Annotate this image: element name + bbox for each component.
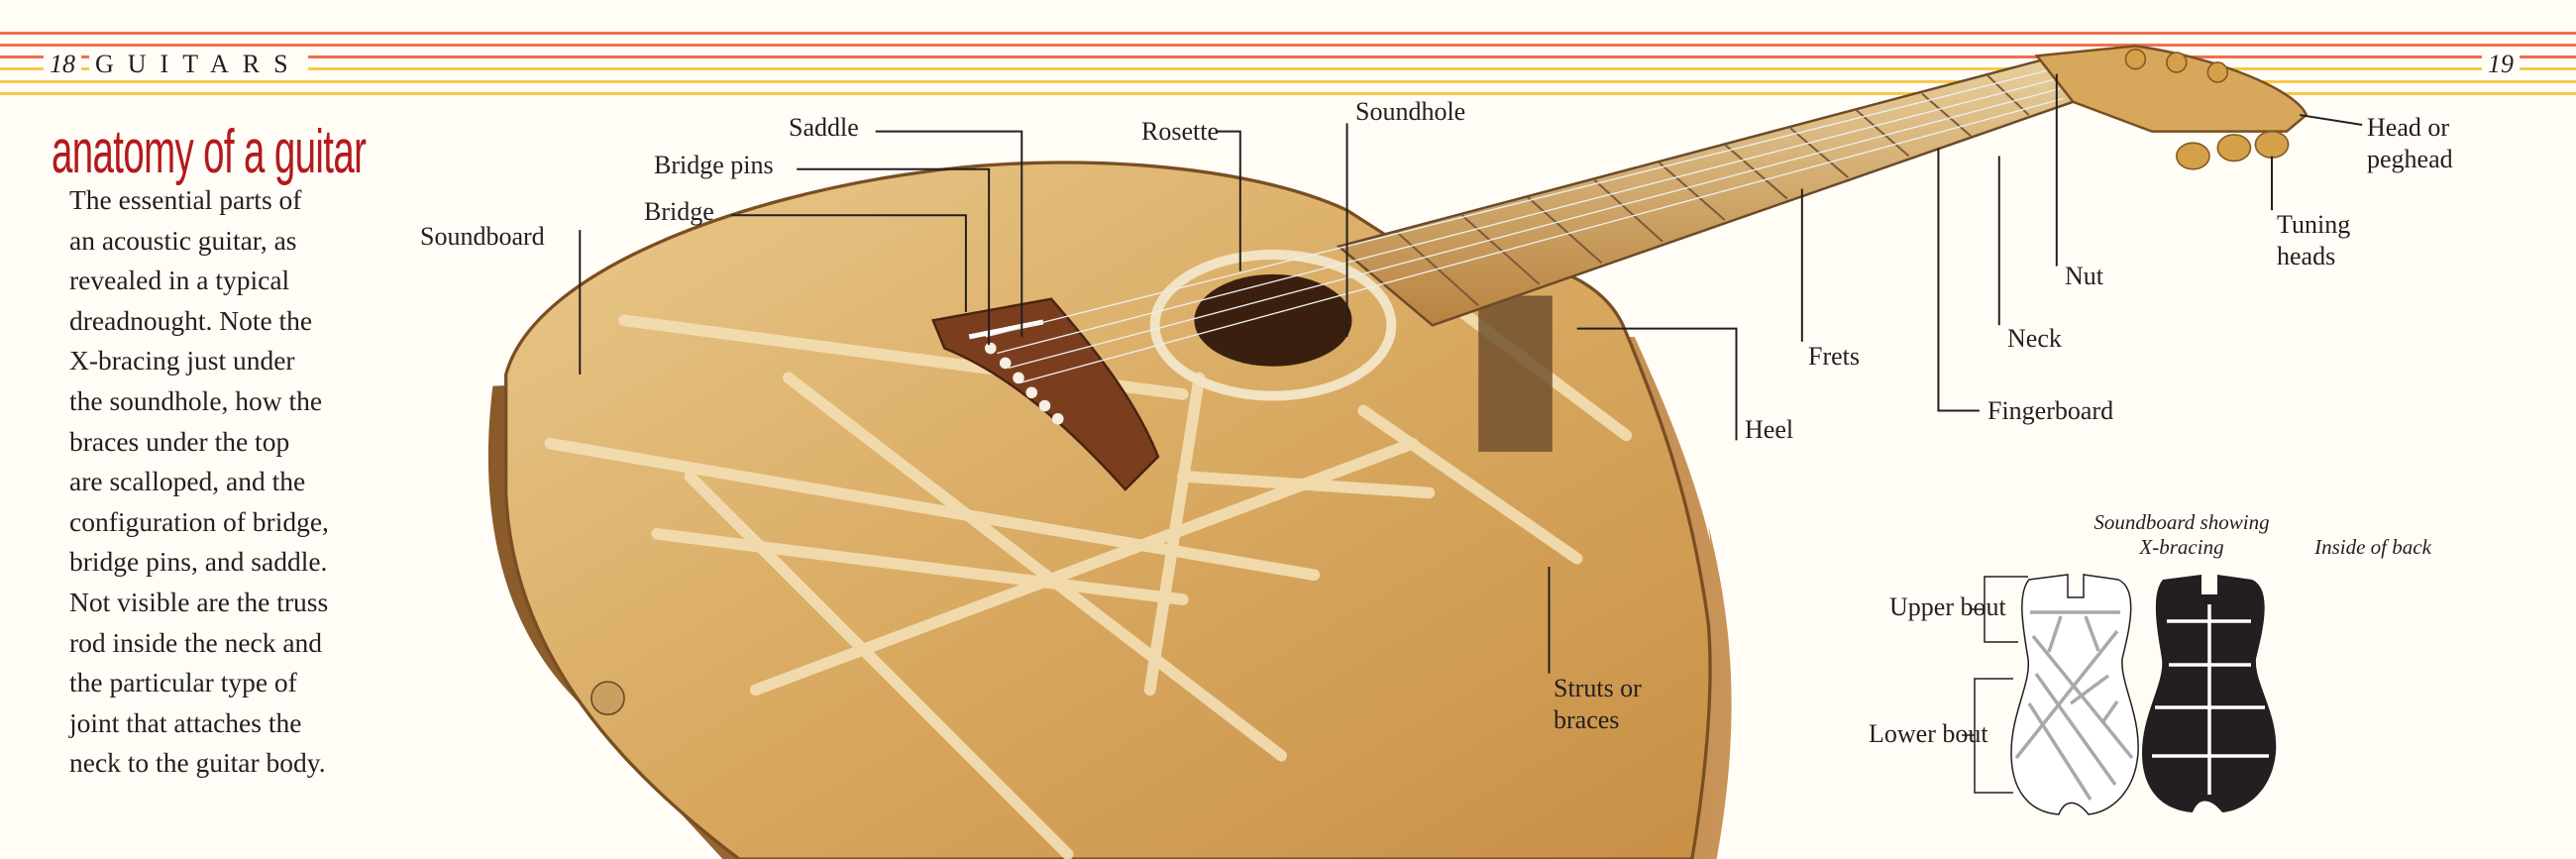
label-frets: Frets — [1808, 342, 1860, 371]
header-rule — [0, 80, 2576, 83]
tuning-pegs — [2124, 48, 2290, 170]
body-line: joint that attaches the — [69, 706, 302, 738]
body-line: the soundhole, how the — [69, 384, 323, 416]
label-fingerboard: Fingerboard — [1987, 396, 2114, 425]
label-tuning-line: heads — [2277, 242, 2336, 270]
body-line: dreadnought. Note the — [69, 304, 313, 336]
body-line: are scalloped, and the — [69, 466, 306, 497]
label-neck: Neck — [2007, 324, 2062, 353]
header-rule — [0, 32, 2576, 35]
label-struts-line: Struts or — [1554, 674, 1642, 702]
label-tuning-heads: Tuning heads — [2277, 209, 2350, 272]
caption-line: X-bracing — [2139, 535, 2224, 559]
article-body: The essential parts of an acoustic guitar… — [69, 180, 396, 784]
caption-line: Soundboard showing — [2093, 510, 2270, 534]
body-line: X-bracing just under — [69, 345, 295, 376]
body-line: bridge pins, and saddle. — [69, 546, 328, 578]
back-diagram — [2142, 575, 2277, 812]
body-line: revealed in a typical — [69, 265, 290, 296]
caption-soundboard: Soundboard showing X-bracing — [2093, 510, 2271, 560]
rosette — [1149, 250, 1397, 401]
strings — [985, 67, 2064, 383]
leader-lines — [579, 73, 2363, 674]
caption-back: Inside of back — [2314, 535, 2431, 559]
soundboard-diagram — [2010, 574, 2139, 815]
neck-block — [1478, 295, 1553, 452]
label-bridge-pins: Bridge pins — [654, 151, 774, 179]
header-rule — [0, 67, 2576, 70]
label-lower-bout: Lower bout — [1869, 719, 1988, 748]
header-rule — [0, 55, 2576, 58]
right-page-number: 19 — [2482, 50, 2520, 79]
saddle — [968, 319, 1044, 340]
bridge-pins — [984, 342, 1064, 425]
body-line: Not visible are the truss — [69, 586, 329, 617]
label-head-line: Head or — [2367, 113, 2450, 142]
bout-brackets — [1962, 576, 2028, 794]
body-line: The essential parts of — [69, 184, 302, 215]
label-struts: Struts or braces — [1554, 673, 1642, 736]
label-nut: Nut — [2065, 262, 2103, 290]
label-struts-line: braces — [1554, 705, 1620, 734]
end-pin — [590, 681, 625, 716]
body-line: the particular type of — [69, 667, 297, 698]
braces — [544, 306, 1633, 859]
label-head-line: peghead — [2367, 145, 2453, 173]
label-soundboard: Soundboard — [420, 222, 545, 251]
article-title: anatomy of a guitar — [52, 118, 367, 186]
soundhole — [1194, 273, 1352, 367]
label-rosette: Rosette — [1141, 117, 1219, 146]
running-head: GUITARS — [89, 50, 308, 79]
label-tuning-line: Tuning — [2277, 210, 2351, 239]
label-heel: Heel — [1745, 415, 1794, 444]
body-line: rod inside the neck and — [69, 626, 323, 658]
guitar-soundboard — [504, 161, 1712, 859]
label-soundhole: Soundhole — [1355, 97, 1466, 126]
label-saddle: Saddle — [789, 113, 859, 142]
header-rule — [0, 44, 2576, 47]
header-rule — [0, 92, 2576, 95]
label-bridge: Bridge — [644, 197, 714, 226]
body-line: braces under the top — [69, 425, 290, 457]
left-page-number: 18 — [44, 50, 81, 79]
label-head: Head or peghead — [2367, 112, 2453, 175]
body-line: neck to the guitar body. — [69, 747, 326, 779]
label-upper-bout: Upper bout — [1889, 592, 2006, 621]
headstock — [2034, 45, 2308, 133]
body-line: an acoustic guitar, as — [69, 224, 297, 256]
body-line: configuration of bridge, — [69, 505, 329, 537]
